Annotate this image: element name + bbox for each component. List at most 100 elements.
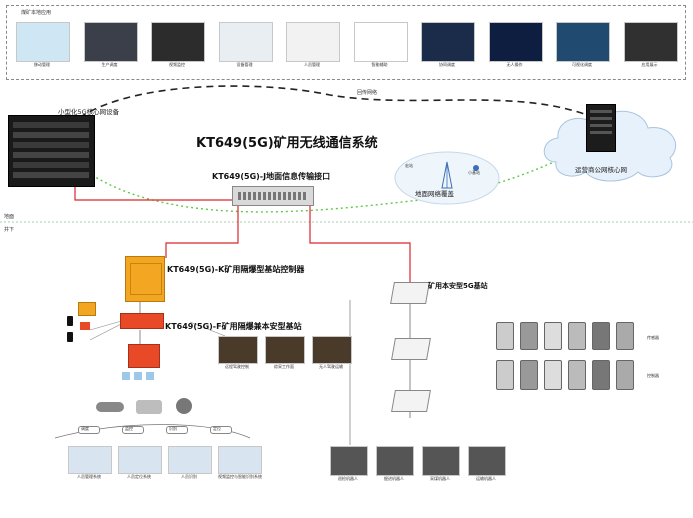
terminal-badge [210, 426, 232, 434]
ground-coverage-label: 地面网络覆盖 [415, 190, 454, 198]
sensor-device-icon [616, 322, 634, 350]
sensor-device-icon [520, 322, 538, 350]
system-screen-1 [68, 446, 112, 474]
app-thumbnail-label: 可视化调度 [572, 62, 592, 67]
sensor-device-icon [592, 360, 610, 390]
app-thumbnail-1 [16, 22, 70, 62]
app-thumbnail-label: 移动管理 [34, 62, 50, 67]
terminal-badge [78, 426, 100, 434]
application-photo-label: 综采工作面 [274, 364, 294, 369]
sensor-device-icon [520, 360, 538, 390]
robot-photo-4 [468, 446, 506, 476]
sensor-device-icon [496, 360, 514, 390]
app-thumbnail-10 [623, 22, 678, 62]
terminal-badge [122, 426, 144, 434]
system-screen-4 [218, 446, 262, 474]
operator-core-label: 运营商公网核心网 [575, 166, 627, 174]
terminal-label: 定位 [213, 426, 221, 431]
endpoint-icons [122, 372, 162, 382]
intrinsic-bs-device-3 [391, 390, 431, 412]
sensor-device-icon [592, 322, 610, 350]
backhaul-dashed-line [69, 85, 601, 126]
application-photo-label: 远程驾驶控制 [225, 364, 249, 369]
robot-photo-2 [376, 446, 414, 476]
application-photo-1 [218, 336, 258, 364]
sensor-device-icon [496, 322, 514, 350]
terminal-link-2 [89, 321, 126, 341]
ground-coverage-bubble [394, 151, 500, 205]
core-device-label: 小型化5G核心网设备 [58, 108, 120, 116]
app-thumbnail-7 [421, 22, 475, 62]
wireless-green-line [91, 139, 601, 213]
app-thumbnail-label: 应用展示 [641, 62, 658, 67]
app-thumbnail-label: 协同调度 [439, 62, 455, 67]
transmission-label: KT649(5G)-J地面信息传输接口 [212, 172, 331, 181]
app-thumbnail-6 [353, 22, 408, 62]
phone-icon-2 [67, 332, 73, 342]
flameproof-bs-device-2 [128, 344, 160, 368]
operator-server-icon [586, 104, 616, 152]
system-title: KT649(5G)矿用无线通信系统 [196, 136, 378, 151]
app-thumbnail-label: 人员管理 [304, 62, 320, 67]
camera-icon-1 [96, 402, 124, 412]
backhaul-label: 回传网络 [357, 90, 378, 96]
controller-label: KT649(5G)-K矿用隔爆型基站控制器 [167, 265, 305, 274]
local-apps-heading: 煤矿本地应用 [21, 10, 52, 16]
system-screen-2 [118, 446, 162, 474]
system-screen-label: 视频监控与智能识别系统 [218, 474, 262, 479]
terminal-label: 识别 [169, 426, 177, 431]
intrinsic-bs-device-2 [391, 338, 431, 360]
application-photo-label: 无人驾驶运输 [319, 364, 343, 369]
terminal-label: 监控 [125, 426, 133, 431]
application-photo-2 [265, 336, 305, 364]
robot-photo-3 [422, 446, 460, 476]
app-thumbnail-4 [218, 22, 273, 62]
terminal-label: 调度 [81, 426, 89, 431]
application-photo-3 [312, 336, 352, 364]
intrinsic-bs-device-1 [390, 282, 430, 304]
robot-photo-1 [330, 446, 368, 476]
transmission-interface-device [232, 186, 314, 206]
macro-station-label: 宏站 [405, 163, 413, 168]
app-thumbnail-label: 生产调度 [101, 62, 118, 67]
flameproof-bs-label: KT649(5G)-F矿用隔爆兼本安型基站 [165, 322, 302, 331]
sensor-device-icon [544, 322, 562, 350]
robot-photo-label: 运输机器人 [476, 476, 496, 481]
system-screen-label: 人员定位系统 [127, 474, 151, 479]
phone-icon-1 [67, 316, 73, 326]
sensor-device-icon [568, 360, 586, 390]
system-screen-label: 人员识别 [181, 474, 197, 479]
system-screen-label: 人员管理系统 [77, 474, 101, 479]
underground-layer-label: 井下 [4, 227, 15, 233]
robot-photo-label: 采煤机器人 [430, 476, 450, 481]
controller-row-label: 控制器 [647, 373, 659, 378]
core-network-rack [8, 115, 95, 187]
app-thumbnail-2 [83, 22, 138, 62]
ground-layer-label: 地面 [4, 214, 15, 220]
camera-icon-3 [176, 398, 192, 414]
warning-sign-icon [78, 302, 96, 316]
app-thumbnail-3 [151, 22, 205, 62]
camera-icon-2 [136, 400, 162, 414]
app-thumbnail-label: 无人操作 [506, 62, 523, 67]
transmission-to-intrinsic-wire [309, 205, 411, 290]
robot-photo-label: 掘进机器人 [384, 476, 404, 481]
sensor-device-icon [616, 360, 634, 390]
sensor-device-icon [544, 360, 562, 390]
terminal-badge [166, 426, 188, 434]
small-station-label: 小基站 [468, 170, 480, 175]
flameproof-bs-device-1 [120, 313, 164, 329]
sensor-row-label: 传感器 [647, 335, 659, 340]
app-thumbnail-label: 视频监控 [169, 62, 185, 67]
app-thumbnail-label: 设备管理 [236, 62, 253, 67]
transmission-to-controller-wire [165, 205, 239, 258]
terminal-link-1 [89, 319, 126, 331]
intrinsic-bs-label: 矿用本安型5G基站 [428, 282, 488, 290]
system-screen-3 [168, 446, 212, 474]
app-thumbnail-label: 智能辅助 [371, 62, 388, 67]
lamp-icon [80, 322, 90, 330]
sensor-device-icon [568, 322, 586, 350]
robot-photo-label: 巡检机器人 [338, 476, 358, 481]
core-to-transmission-wire [74, 175, 232, 201]
